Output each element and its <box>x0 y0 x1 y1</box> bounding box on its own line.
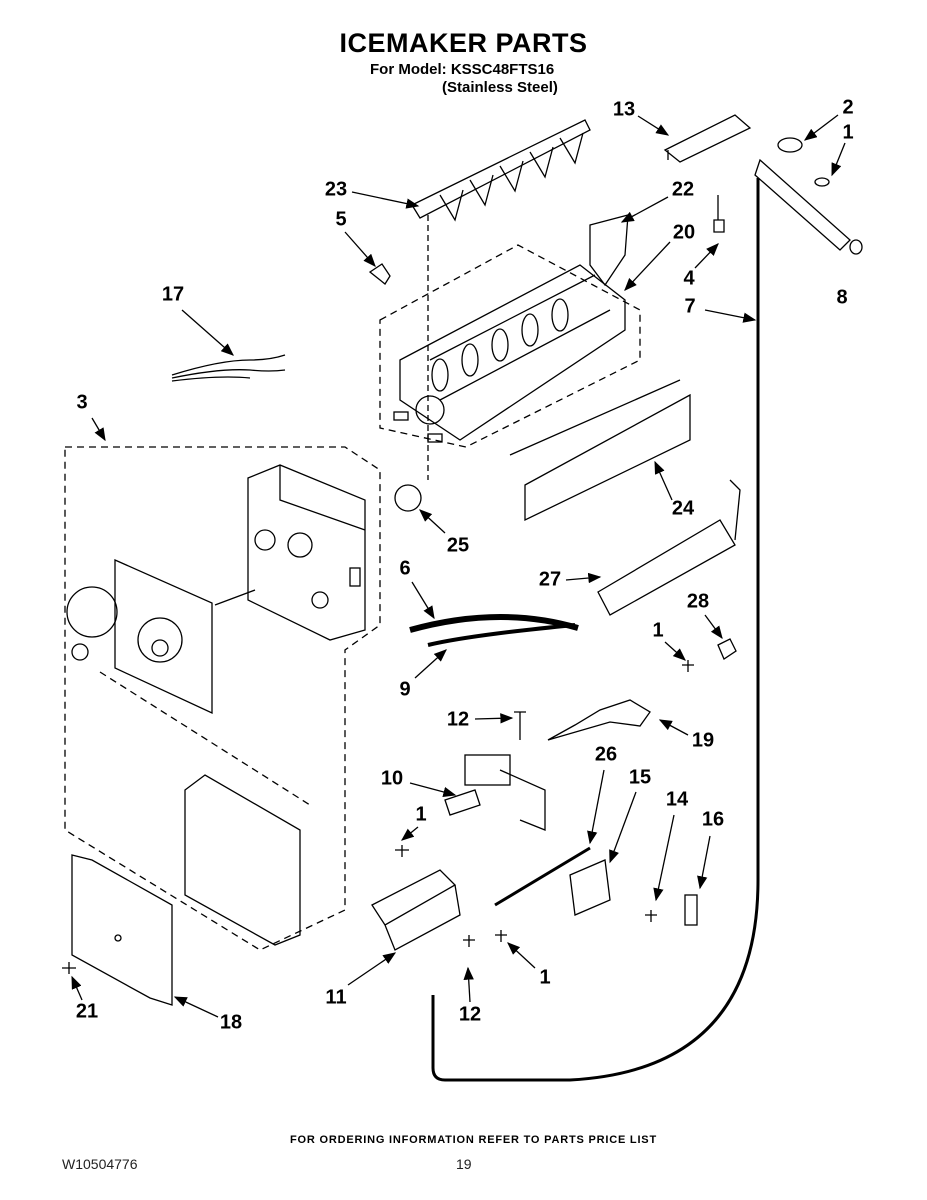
callout-22: 22 <box>671 178 695 201</box>
circuit-board-part <box>184 774 301 946</box>
switch-part <box>717 638 737 660</box>
callout-5: 5 <box>335 208 347 231</box>
cover-part <box>663 114 752 163</box>
callout-16: 16 <box>701 808 725 831</box>
page-number: 19 <box>456 1156 472 1172</box>
control-housing-part <box>66 464 366 715</box>
page-title: ICEMAKER PARTS <box>339 28 588 58</box>
callout-1: 1 <box>842 121 854 144</box>
callout-23: 23 <box>324 178 348 201</box>
callout-26: 26 <box>594 743 618 766</box>
callout-25: 25 <box>446 534 470 557</box>
callout-12: 12 <box>446 708 470 731</box>
callout-3: 3 <box>76 391 88 414</box>
callout-17: 17 <box>161 283 185 306</box>
shutoff-arm-part <box>494 846 591 907</box>
wire-harness-19-part <box>547 699 651 741</box>
control-cover-part <box>71 854 173 1006</box>
icemaker-assembly-dashed-outline <box>379 244 641 448</box>
callout-14: 14 <box>665 788 689 811</box>
callout-1b: 1 <box>652 619 664 642</box>
screw-part <box>62 962 76 974</box>
mold-part <box>393 264 626 443</box>
callout-8: 8 <box>836 286 848 309</box>
thermostat-part <box>713 195 725 233</box>
ordering-note: FOR ORDERING INFORMATION REFER TO PARTS … <box>290 1134 657 1146</box>
callout-9: 9 <box>399 678 411 701</box>
water-tube <box>431 178 760 1082</box>
magnet-part <box>684 894 698 926</box>
tube-part <box>409 614 579 633</box>
callout-15: 15 <box>628 766 652 789</box>
callout-21: 21 <box>75 1000 99 1023</box>
water-fill-cup-part <box>589 214 629 287</box>
spring-part <box>569 859 611 916</box>
callout-19: 19 <box>691 729 715 752</box>
callout-1c: 1 <box>415 803 427 826</box>
model-line: For Model: KSSC48FTS16 <box>370 61 555 78</box>
heater-part <box>597 479 741 616</box>
callout-10: 10 <box>380 767 404 790</box>
callout-6: 6 <box>399 557 411 580</box>
document-number: W10504776 <box>62 1156 138 1172</box>
ejector-part <box>411 119 591 222</box>
callout-11: 11 <box>325 986 347 1009</box>
bracket-part <box>371 869 461 951</box>
water-valve-part <box>444 754 546 831</box>
callout-12b: 12 <box>458 1003 482 1026</box>
callout-7: 7 <box>684 295 696 318</box>
callout-13: 13 <box>612 98 636 121</box>
stripper-part <box>509 379 691 522</box>
callout-28: 28 <box>686 590 710 613</box>
fill-cup-part <box>754 158 851 251</box>
callout-1d: 1 <box>539 966 551 989</box>
fill-tube-part <box>427 623 576 647</box>
clip-part <box>368 263 391 285</box>
callout-24: 24 <box>671 497 695 520</box>
leader-arrows <box>71 114 846 1018</box>
callout-2: 2 <box>842 96 854 119</box>
coupler-part <box>394 484 422 512</box>
control-assembly-dashed-outline <box>64 446 381 951</box>
callout-4: 4 <box>683 267 695 290</box>
finish-line: (Stainless Steel) <box>442 79 558 96</box>
callout-27: 27 <box>538 568 562 591</box>
callout-18: 18 <box>219 1011 243 1034</box>
wire-harness-part <box>171 354 286 382</box>
callout-20: 20 <box>672 221 696 244</box>
